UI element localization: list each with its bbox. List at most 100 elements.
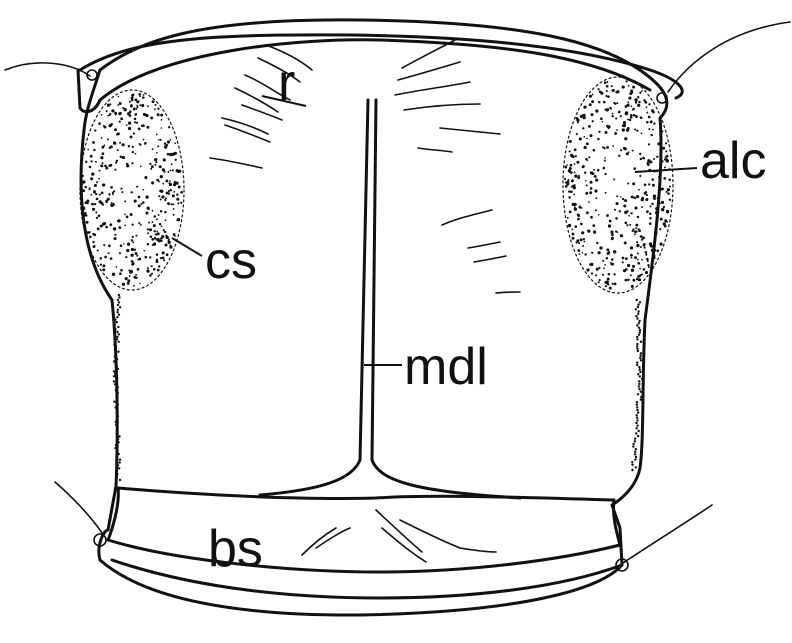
stipple-dot xyxy=(648,103,650,105)
stipple-dot xyxy=(632,265,635,268)
stipple-dot xyxy=(648,163,650,165)
edge-dot xyxy=(634,458,636,460)
stipple-dot xyxy=(151,265,153,267)
stipple-dot xyxy=(595,109,598,112)
stipple-dot xyxy=(625,105,628,108)
stipple-dot xyxy=(571,229,573,231)
stipple-dot xyxy=(649,217,651,219)
stipple-dot xyxy=(132,236,134,238)
stipple-dot xyxy=(583,146,586,149)
edge-dot xyxy=(116,336,118,338)
stipple-dot xyxy=(650,134,652,136)
stipple-dot xyxy=(169,246,172,249)
stipple-dot xyxy=(86,221,89,224)
seta-bottom-left xyxy=(55,482,102,533)
basal-sclerite xyxy=(108,488,620,572)
stipple-dot xyxy=(636,130,638,132)
stipple-dot xyxy=(160,127,162,129)
stipple-dot xyxy=(642,157,645,160)
stipple-dot xyxy=(667,211,669,213)
stipple-dot xyxy=(663,222,666,225)
stipple-dot xyxy=(589,134,592,137)
stipple-dot xyxy=(589,191,592,194)
edge-dot xyxy=(637,373,639,375)
stipple-dot xyxy=(574,163,576,165)
stipple-dot xyxy=(622,125,624,127)
stipple-dot xyxy=(91,172,94,175)
stipple-dot xyxy=(628,98,630,100)
stipple-dot xyxy=(585,192,588,195)
stipple-dot xyxy=(649,213,652,216)
stipple-dot xyxy=(620,149,622,151)
stipple-dot xyxy=(574,148,577,151)
stipple-dot xyxy=(148,222,150,224)
stipple-dot xyxy=(104,144,106,146)
edge-dot xyxy=(113,375,115,377)
edge-dot xyxy=(638,380,640,382)
stipple-dot xyxy=(603,167,606,170)
stipple-dot xyxy=(151,273,153,275)
stipple-dot xyxy=(136,186,138,188)
edge-dot xyxy=(636,425,638,427)
stipple-dot xyxy=(161,235,164,238)
stipple-dot xyxy=(137,268,140,271)
stipple-dot xyxy=(94,203,96,205)
stipple-dot xyxy=(632,150,634,152)
stipple-dot xyxy=(105,166,108,169)
stipple-dot xyxy=(104,126,107,129)
stipple-dot xyxy=(147,232,149,234)
stipple-dot xyxy=(132,241,134,243)
stipple-dot xyxy=(631,257,633,259)
stipple-dot xyxy=(617,102,619,104)
stipple-dot xyxy=(127,243,130,246)
edge-dot xyxy=(118,301,120,303)
edge-dot xyxy=(118,341,120,343)
stipple-dot xyxy=(160,198,162,200)
stipple-dot xyxy=(582,165,585,168)
stipple-dot xyxy=(114,234,116,236)
edge-dot xyxy=(639,355,641,357)
stipple-dot xyxy=(100,156,103,159)
edge-dot xyxy=(640,359,642,361)
stipple-dot xyxy=(163,259,165,261)
stipple-dot xyxy=(580,238,583,241)
stipple-dot xyxy=(152,244,154,246)
edge-dot xyxy=(117,326,119,328)
stipple-dot xyxy=(104,256,107,259)
edge-dot xyxy=(114,355,116,357)
stipple-dot xyxy=(168,126,170,128)
edge-dot xyxy=(639,375,641,377)
stipple-dot xyxy=(108,164,111,167)
stipple-dot xyxy=(176,219,178,221)
stipple-dot xyxy=(635,231,637,233)
stipple-dot xyxy=(650,120,653,123)
stipple-dot xyxy=(627,101,629,103)
edge-dot xyxy=(635,422,637,424)
edge-dot xyxy=(116,378,118,380)
stipple-dot xyxy=(630,89,633,92)
edge-dot xyxy=(115,353,117,355)
stipple-dot xyxy=(140,224,142,226)
stipple-dot xyxy=(656,216,659,219)
stipple-dot xyxy=(117,132,120,135)
edge-dot xyxy=(116,331,118,333)
edge-dot xyxy=(118,467,120,469)
stipple-dot xyxy=(609,287,612,290)
stipple-dot xyxy=(153,224,156,227)
stipple-dot xyxy=(578,242,580,244)
stipple-dot xyxy=(608,251,610,253)
stipple-dot xyxy=(643,268,646,271)
stipple-dot xyxy=(570,190,573,193)
stipple-dot xyxy=(138,100,140,102)
stipple-dot xyxy=(95,161,97,163)
stipple-dot xyxy=(610,262,612,264)
edge-dot xyxy=(636,317,638,319)
stipple-dot xyxy=(612,115,614,117)
edge-dot xyxy=(118,435,120,437)
inner-anterior-line xyxy=(100,40,650,100)
stipple-dot xyxy=(133,285,135,287)
stipple-dot xyxy=(160,139,162,141)
stipple-dot xyxy=(98,122,101,125)
stipple-dot xyxy=(649,222,652,225)
stipple-dot xyxy=(659,187,661,189)
